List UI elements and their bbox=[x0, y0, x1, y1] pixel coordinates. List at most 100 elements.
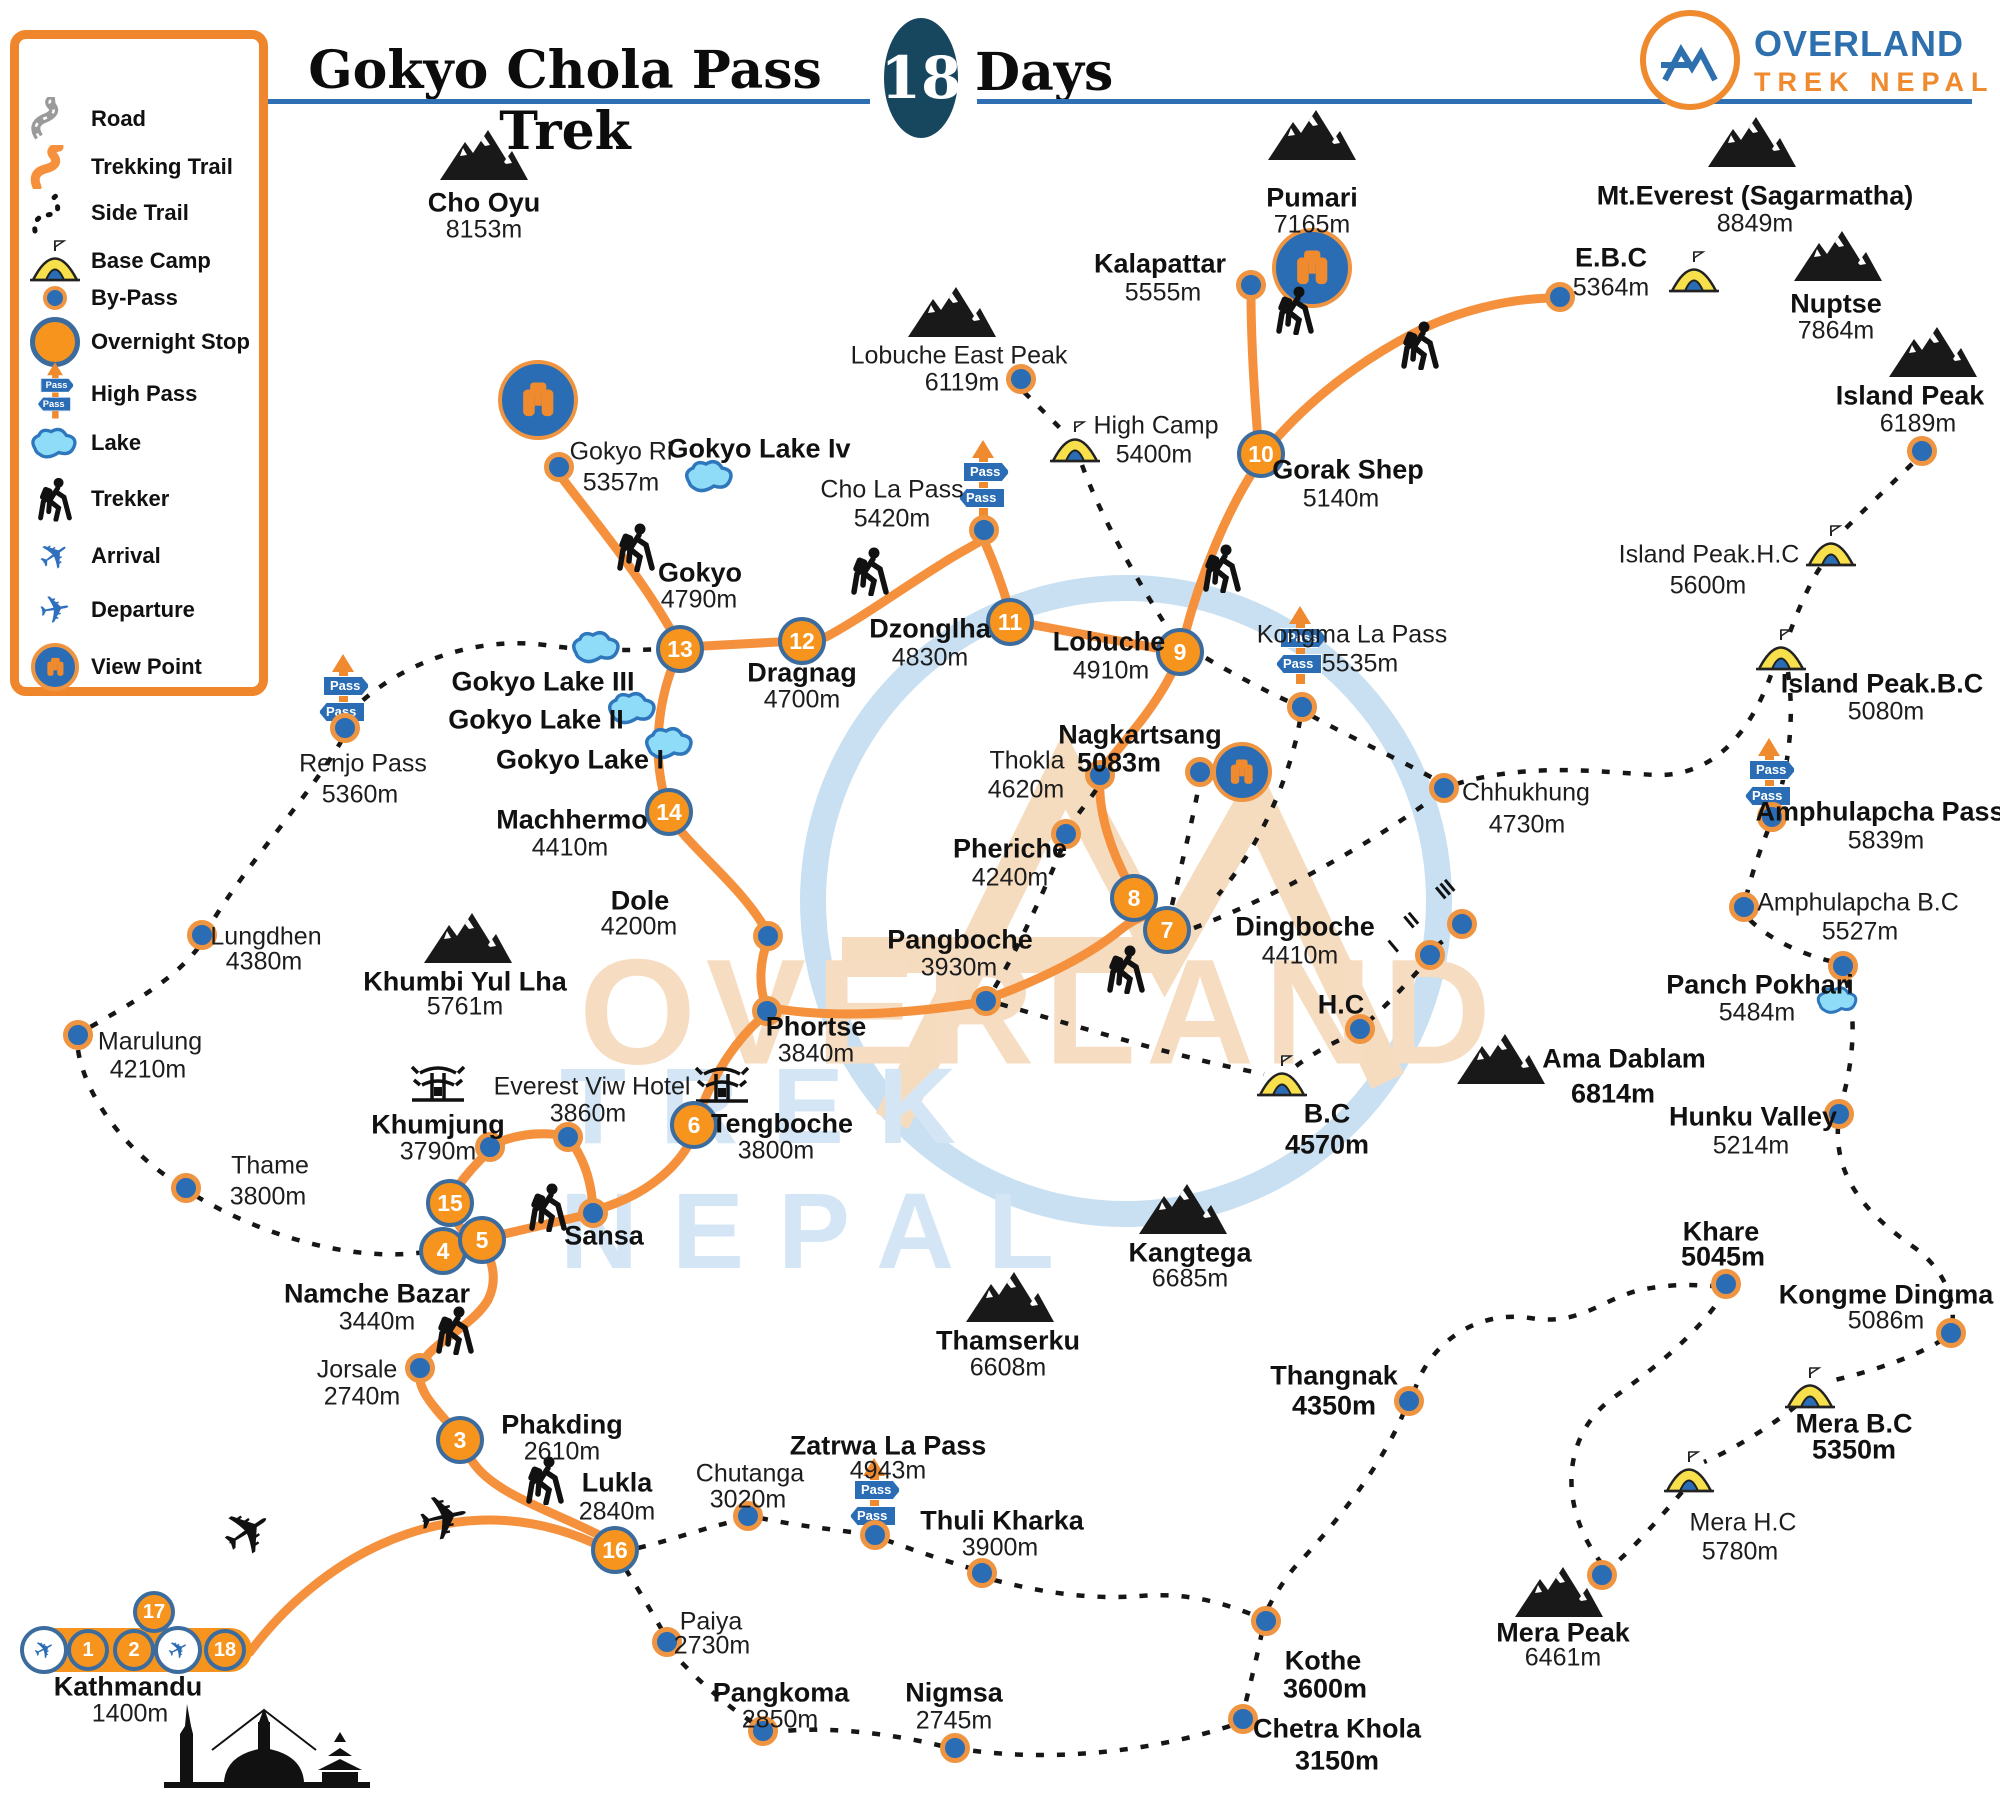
view-point-icon bbox=[31, 643, 79, 691]
map-label: Kothe bbox=[1284, 1645, 1362, 1676]
bypass-dot bbox=[1447, 909, 1477, 939]
pass-plate: Pass bbox=[1749, 760, 1796, 780]
map-label: Phakding bbox=[501, 1409, 623, 1440]
map-label: Kangtega bbox=[1128, 1237, 1252, 1268]
legend: Road Trekking Trail Side Trail Base Camp… bbox=[10, 30, 268, 696]
bypass-dot bbox=[1006, 364, 1036, 394]
overnight-stop-12: 12 bbox=[778, 617, 826, 665]
bypass-dot bbox=[967, 1558, 997, 1588]
bypass-dot bbox=[1711, 1269, 1741, 1299]
bypass-dot bbox=[1587, 1560, 1617, 1590]
base-camp-icon bbox=[29, 239, 81, 283]
map-label: 2730m bbox=[673, 1631, 751, 1660]
map-label: Dingboche bbox=[1235, 911, 1375, 942]
map-label: Gokyo Lake I bbox=[495, 744, 665, 775]
map-label: 4200m bbox=[600, 912, 678, 941]
map-label: 3440m bbox=[338, 1307, 416, 1336]
overnight-stop-18: 18 bbox=[204, 1629, 246, 1671]
map-label: 5600m bbox=[1669, 571, 1747, 600]
map-label: 7864m bbox=[1797, 316, 1875, 345]
map-label: E.B.C bbox=[1574, 242, 1648, 273]
map-label: Island Peak.B.C bbox=[1780, 668, 1984, 699]
map-label: 6814m bbox=[1570, 1078, 1656, 1109]
gokyo-lake-iii-icon bbox=[569, 627, 625, 667]
arrival-icon: ✈ bbox=[30, 530, 81, 583]
map-label: 1400m bbox=[91, 1699, 169, 1728]
map-label: II bbox=[1399, 908, 1424, 934]
tengboche-monastery-icon bbox=[692, 1060, 752, 1106]
mera-hc-camp-icon bbox=[1663, 1450, 1715, 1494]
overnight-stop-16: 16 bbox=[591, 1526, 639, 1574]
bypass-dot bbox=[1828, 951, 1858, 981]
legend-item-label: Trekking Trail bbox=[91, 154, 233, 179]
map-label: Pangboche bbox=[887, 924, 1033, 955]
overnight-stop-10: 10 bbox=[1237, 430, 1285, 478]
bypass-dot bbox=[544, 452, 574, 482]
logo-mountain-icon bbox=[1640, 10, 1740, 110]
map-label: 6189m bbox=[1879, 409, 1957, 438]
overland-trek-nepal-logo: OVERLAND TREK NEPAL bbox=[1640, 10, 1995, 110]
overnight-stop-6: 6 bbox=[670, 1101, 718, 1149]
map-label: 5535m bbox=[1321, 649, 1399, 678]
trekker-icon bbox=[1273, 285, 1317, 335]
map-label: Panch Pokhari bbox=[1666, 969, 1854, 1000]
map-label: Kathmandu bbox=[53, 1671, 203, 1702]
map-label: 5527m bbox=[1821, 917, 1899, 946]
legend-item-label: Side Trail bbox=[91, 200, 189, 225]
map-label: Gokyo Ri bbox=[569, 437, 673, 466]
pass-plate: Pass bbox=[963, 462, 1010, 482]
days-value: 18 bbox=[880, 44, 962, 112]
map-label: Renjo Pass bbox=[299, 749, 427, 778]
cho-oyu-peak-icon bbox=[438, 128, 530, 182]
map-label: Gokyo Lake Iv bbox=[667, 433, 851, 464]
kongma-la-pass-icon: Pass Pass bbox=[1274, 606, 1327, 688]
island-peak-icon bbox=[1887, 325, 1979, 379]
map-label: Gokyo bbox=[657, 557, 743, 588]
map-label: H.C bbox=[1317, 989, 1365, 1020]
map-label: Nagkartsang bbox=[1058, 719, 1222, 750]
map-label: Pheriche bbox=[952, 833, 1068, 864]
map-label: High Camp bbox=[1093, 411, 1219, 440]
map-label: 5080m bbox=[1847, 697, 1925, 726]
map-label: 5484m bbox=[1718, 998, 1796, 1027]
map-label: Mera B.C bbox=[1795, 1408, 1913, 1439]
map-label: 5045m bbox=[1680, 1241, 1766, 1272]
kangtega-peak-icon bbox=[1137, 1182, 1229, 1236]
map-label: Lungdhen bbox=[210, 922, 322, 951]
map-label: B.C bbox=[1303, 1098, 1351, 1129]
road-icon bbox=[29, 97, 81, 141]
bypass-dot bbox=[1394, 1386, 1424, 1416]
map-label: 3150m bbox=[1294, 1745, 1380, 1776]
gokyo-lake-ii-icon bbox=[605, 688, 661, 728]
pass-plate: Pass bbox=[323, 676, 370, 696]
island-peak-bc-camp-icon bbox=[1755, 628, 1807, 672]
bypass-dot bbox=[1545, 282, 1575, 312]
map-label: 2610m bbox=[523, 1437, 601, 1466]
ama-dablam-bc-camp-icon bbox=[1256, 1054, 1308, 1098]
bypass-dot bbox=[1936, 1318, 1966, 1348]
bypass-dot bbox=[748, 1716, 778, 1746]
map-label: 3800m bbox=[229, 1182, 307, 1211]
overnight-stop-9: 9 bbox=[1156, 628, 1204, 676]
map-label: 4730m bbox=[1488, 810, 1566, 839]
legend-item-label: View Point bbox=[91, 654, 202, 679]
map-label: I bbox=[1384, 935, 1404, 958]
bypass-dot bbox=[1185, 757, 1215, 787]
bypass-dot bbox=[752, 996, 782, 1026]
map-label: 4700m bbox=[763, 685, 841, 714]
map-label: 3800m bbox=[737, 1136, 815, 1165]
bypass-dot bbox=[578, 1198, 608, 1228]
trekker-icon bbox=[848, 546, 892, 596]
map-label: 4830m bbox=[891, 643, 969, 672]
map-label: Hunku Valley bbox=[1668, 1101, 1838, 1132]
bypass-dot bbox=[971, 986, 1001, 1016]
departure-plane-icon: ✈ bbox=[154, 1626, 202, 1674]
map-label: 4380m bbox=[225, 947, 303, 976]
map-label: Thame bbox=[231, 1151, 309, 1180]
gokyo-ri-viewpoint-icon bbox=[498, 360, 578, 440]
overnight-stop-1: 1 bbox=[67, 1629, 109, 1671]
map-label: 5140m bbox=[1302, 484, 1380, 513]
map-label: 4240m bbox=[971, 863, 1049, 892]
map-label: 2745m bbox=[915, 1706, 993, 1735]
